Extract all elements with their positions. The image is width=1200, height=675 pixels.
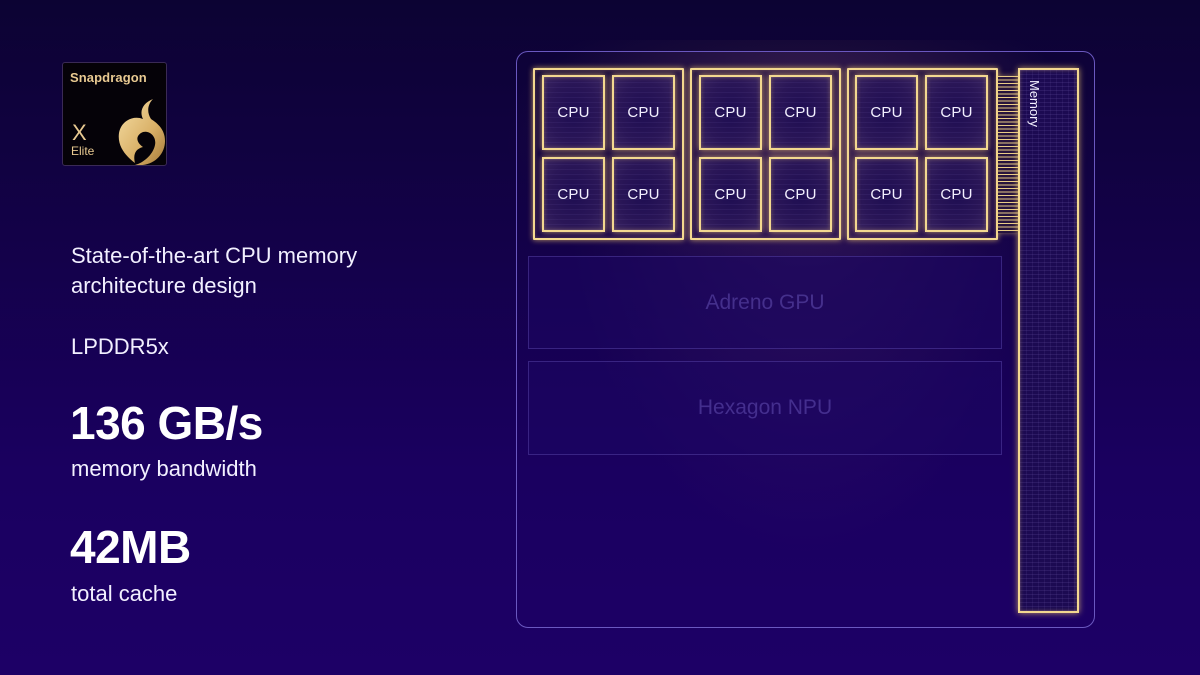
memory-block: [1018, 68, 1079, 613]
logo-brand: Snapdragon: [70, 70, 147, 85]
cpu-core: CPU: [769, 75, 832, 150]
cpu-core: CPU: [699, 75, 762, 150]
cpu-core: CPU: [542, 157, 605, 232]
npu-label: Hexagon NPU: [697, 396, 833, 419]
cpu-cluster-1: [533, 68, 684, 240]
bandwidth-value: 136 GB/s: [70, 397, 263, 449]
memory-label: Memory: [1027, 80, 1042, 127]
cpu-core: CPU: [542, 75, 605, 150]
headline: State-of-the-art CPU memory architecture…: [71, 243, 358, 298]
cpu-core: CPU: [855, 75, 918, 150]
bandwidth-label: memory bandwidth: [71, 456, 257, 481]
hexagon-npu-block: Hexagon NPU: [528, 361, 1002, 455]
logo-model: X: [72, 120, 87, 145]
cpu-core: CPU: [925, 157, 988, 232]
snapdragon-flame-icon: [118, 99, 165, 165]
memory-type: LPDDR5x: [71, 334, 169, 359]
cache-label: total cache: [71, 581, 178, 606]
adreno-gpu-block: Adreno GPU: [528, 256, 1002, 349]
memory-interconnect: [998, 76, 1018, 233]
gpu-label: Adreno GPU: [705, 290, 825, 314]
snapdragon-x-elite-logo: Snapdragon X Elite: [62, 62, 167, 166]
cpu-cluster-2: [690, 68, 841, 240]
cpu-core: CPU: [612, 157, 675, 232]
cpu-core: CPU: [925, 75, 988, 150]
cpu-core: CPU: [855, 157, 918, 232]
cpu-cluster-3: [847, 68, 998, 240]
cache-value: 42MB: [70, 521, 191, 573]
cpu-core: CPU: [769, 157, 832, 232]
cpu-core: CPU: [612, 75, 675, 150]
cpu-core: CPU: [699, 157, 762, 232]
logo-tier: Elite: [71, 144, 95, 158]
